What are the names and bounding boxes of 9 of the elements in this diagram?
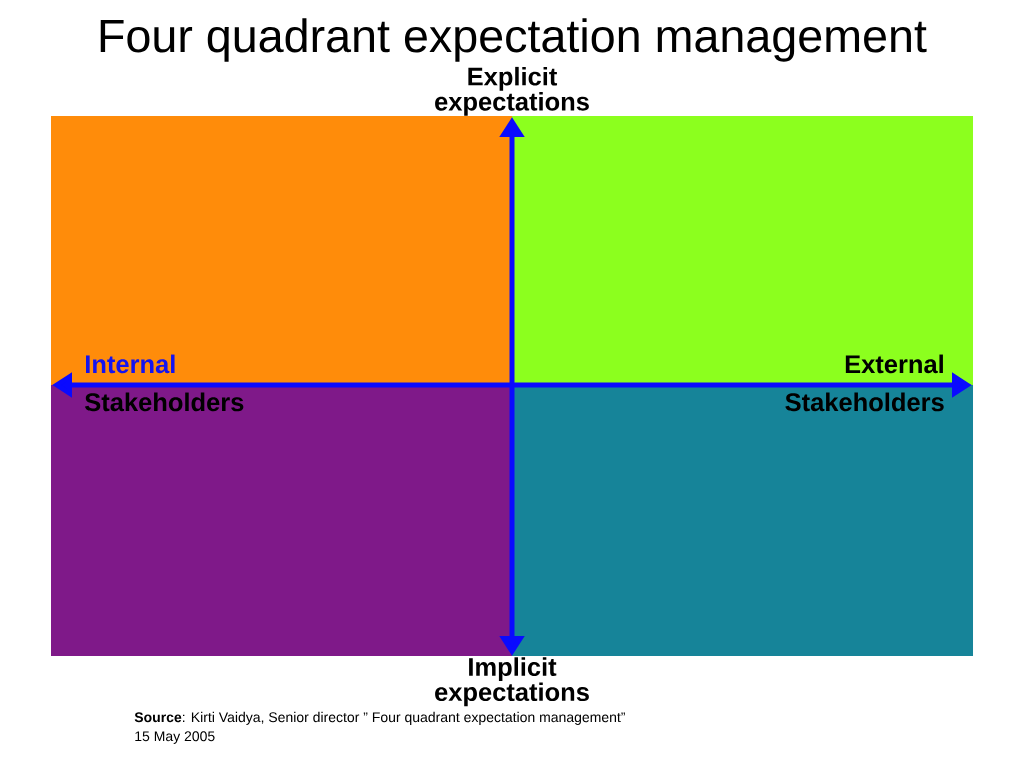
axis-label: Explicit expectations bbox=[435, 66, 589, 116]
axis-label: Internal bbox=[86, 354, 175, 374]
axis-label: Stakeholders bbox=[85, 392, 244, 412]
source-note: 15 May 2005 bbox=[135, 731, 215, 744]
title: Four quadrant expectation management bbox=[100, 18, 927, 62]
axis-label: Stakeholders bbox=[785, 392, 944, 412]
source-note: Source: Kirti Vaidya, Senior director ” Four quadrant expectation management” bbox=[134, 711, 625, 725]
axis-label: Implicit expectations bbox=[435, 657, 589, 707]
axis-label: External bbox=[845, 354, 943, 374]
